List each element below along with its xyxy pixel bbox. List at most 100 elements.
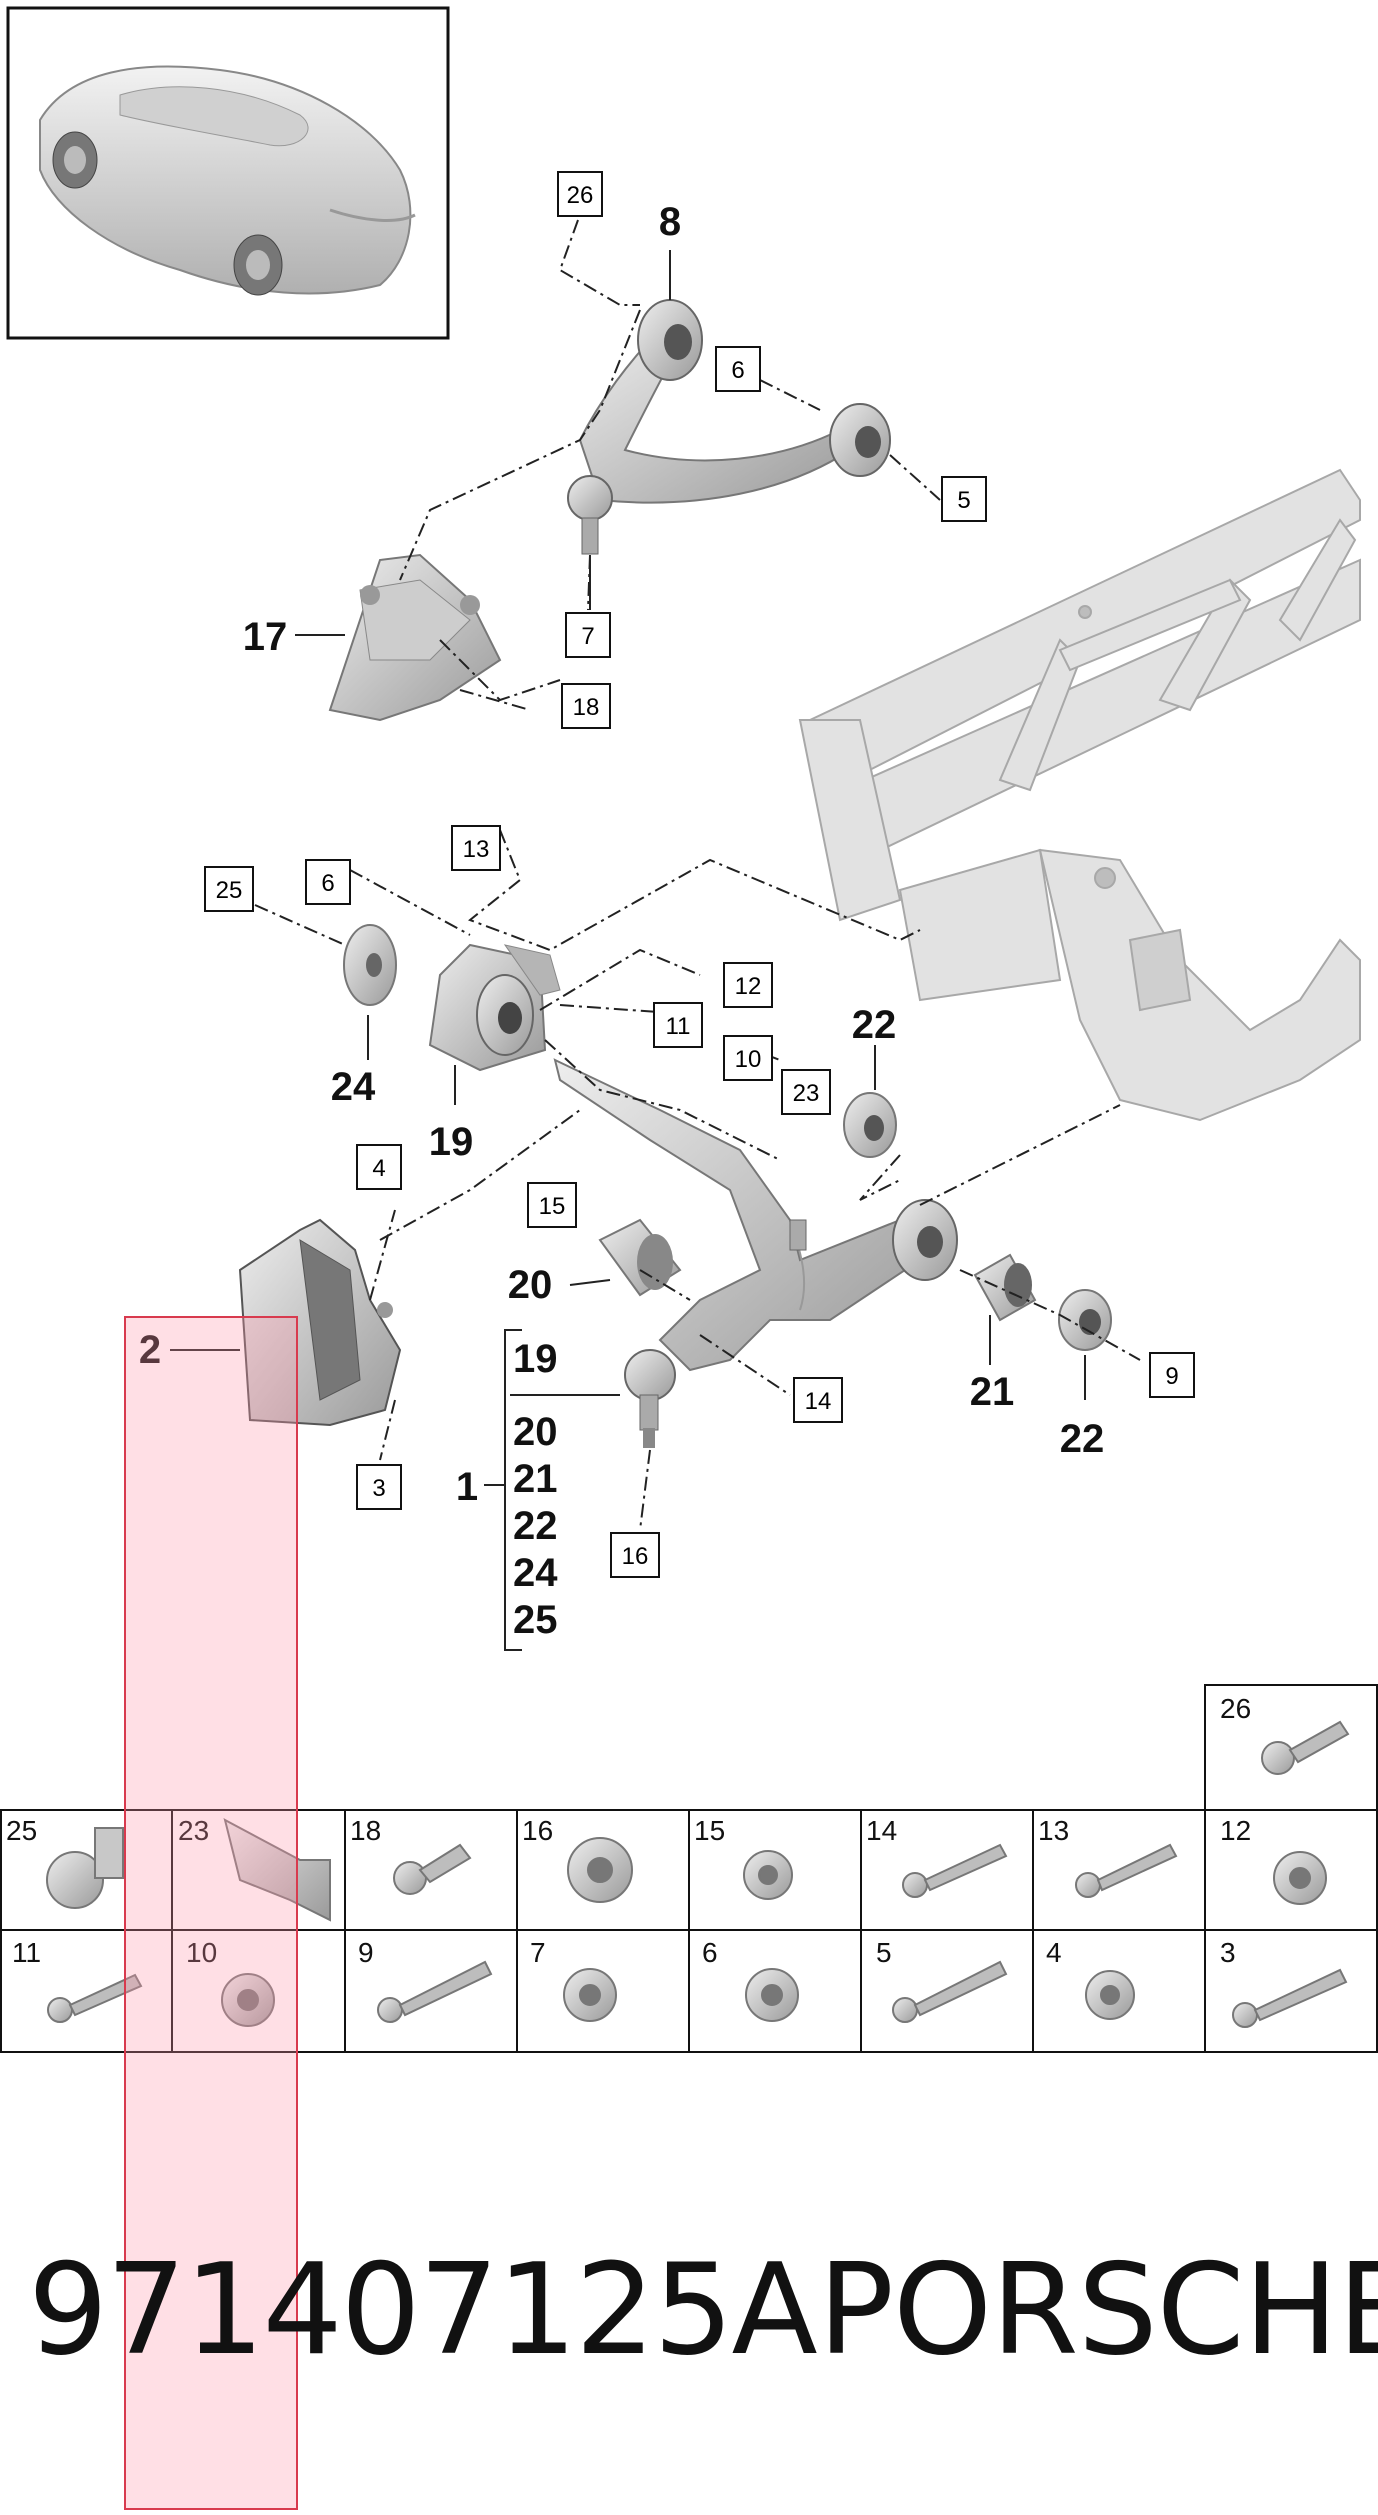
cell-label-6: 6 bbox=[702, 1937, 718, 1968]
bolt-icon bbox=[393, 1843, 472, 1895]
nut-icon bbox=[745, 1968, 799, 2022]
svg-text:3: 3 bbox=[372, 1475, 385, 1502]
cell-label-25: 25 bbox=[6, 1815, 37, 1846]
callout-7: 7 bbox=[565, 612, 611, 658]
bolt-icon bbox=[902, 1843, 1008, 1898]
nut-icon bbox=[221, 1973, 275, 2027]
callout-8: 8 bbox=[659, 200, 681, 244]
bushing-22-top bbox=[843, 1092, 897, 1158]
bold-callouts: 8 17 22 24 19 20 21 22 2 1 bbox=[139, 200, 1104, 1509]
cell-label-12: 12 bbox=[1220, 1815, 1251, 1846]
group-item-25: 25 bbox=[513, 1598, 558, 1642]
callout-12: 12 bbox=[723, 962, 773, 1008]
front-subframe bbox=[798, 468, 1361, 1122]
bolt-icon bbox=[47, 1973, 143, 2023]
callout-6-upper: 6 bbox=[715, 346, 761, 392]
part-number: 971407125A bbox=[28, 2236, 818, 2383]
callout-16: 16 bbox=[610, 1532, 660, 1578]
callout-10: 10 bbox=[723, 1035, 773, 1081]
bolt-icon bbox=[1075, 1843, 1178, 1898]
cell-label-18: 18 bbox=[350, 1815, 381, 1846]
callout-13: 13 bbox=[451, 825, 501, 871]
heat-shield-2 bbox=[238, 1218, 402, 1427]
svg-text:12: 12 bbox=[735, 973, 762, 1000]
group-item-19: 19 bbox=[513, 1337, 558, 1381]
svg-text:26: 26 bbox=[567, 182, 594, 209]
callout-26: 26 bbox=[557, 171, 603, 217]
nut-icon bbox=[1273, 1851, 1327, 1905]
bracket-icon bbox=[223, 1818, 331, 1922]
svg-text:23: 23 bbox=[793, 1080, 820, 1107]
callout-1: 1 bbox=[456, 1465, 478, 1509]
callout-17: 17 bbox=[243, 615, 288, 659]
callout-21: 21 bbox=[970, 1370, 1015, 1414]
svg-text:7: 7 bbox=[581, 623, 594, 650]
group-1-list: 19 20 21 22 24 25 bbox=[513, 1337, 558, 1642]
bolt-icon bbox=[892, 1960, 1008, 2023]
upper-control-arm bbox=[567, 299, 891, 555]
bolt-icon bbox=[1232, 1968, 1348, 2028]
callout-4: 4 bbox=[356, 1144, 402, 1190]
group-item-22: 22 bbox=[513, 1504, 558, 1548]
bushing-19 bbox=[428, 943, 561, 1072]
svg-text:16: 16 bbox=[622, 1543, 649, 1570]
callout-14: 14 bbox=[793, 1377, 843, 1423]
cell-label-13: 13 bbox=[1038, 1815, 1069, 1846]
cell-label-26: 26 bbox=[1220, 1693, 1251, 1724]
nut-icon bbox=[563, 1968, 617, 2022]
callout-23: 23 bbox=[781, 1069, 831, 1115]
cell-label-10: 10 bbox=[186, 1937, 217, 1968]
bushing-20 bbox=[598, 1218, 682, 1297]
nut-icon bbox=[743, 1850, 793, 1900]
callout-6-lower: 6 bbox=[305, 859, 351, 905]
vehicle-thumbnail bbox=[6, 6, 450, 340]
cell-label-3: 3 bbox=[1220, 1937, 1236, 1968]
svg-text:9: 9 bbox=[1165, 1363, 1178, 1390]
cell-label-16: 16 bbox=[522, 1815, 553, 1846]
upper-arm-mount bbox=[328, 553, 502, 722]
cell-label-4: 4 bbox=[1046, 1937, 1062, 1968]
group-item-24: 24 bbox=[513, 1551, 558, 1595]
callout-19: 19 bbox=[429, 1120, 474, 1164]
svg-text:25: 25 bbox=[216, 877, 243, 904]
svg-text:18: 18 bbox=[573, 694, 600, 721]
solid-leaders bbox=[170, 250, 1086, 1651]
bushing-21 bbox=[973, 1253, 1037, 1322]
cell-label-9: 9 bbox=[358, 1937, 374, 1968]
svg-text:14: 14 bbox=[805, 1388, 832, 1415]
callout-18: 18 bbox=[561, 683, 611, 729]
svg-text:15: 15 bbox=[539, 1193, 566, 1220]
callout-20: 20 bbox=[508, 1263, 553, 1307]
svg-text:6: 6 bbox=[321, 870, 334, 897]
callout-9: 9 bbox=[1149, 1352, 1195, 1398]
callout-22-bottom: 22 bbox=[1060, 1417, 1105, 1461]
selection-highlight bbox=[124, 1316, 298, 2510]
callout-15: 15 bbox=[527, 1182, 577, 1228]
group-item-21: 21 bbox=[513, 1457, 558, 1501]
bolt-icon bbox=[377, 1960, 493, 2023]
callout-22-top: 22 bbox=[852, 1003, 897, 1047]
nut-icon bbox=[567, 1837, 633, 1903]
svg-text:11: 11 bbox=[666, 1013, 691, 1040]
cell-label-11: 11 bbox=[12, 1937, 41, 1968]
svg-text:10: 10 bbox=[735, 1046, 762, 1073]
mount-plate-24 bbox=[343, 924, 397, 1006]
svg-text:6: 6 bbox=[731, 357, 744, 384]
bolt-icon bbox=[1261, 1720, 1350, 1775]
callout-3: 3 bbox=[356, 1464, 402, 1510]
callout-11: 11 bbox=[653, 1002, 703, 1048]
boxed-callouts: 26 6 5 7 18 13 25 6 12 11 10 23 4 15 3 1… bbox=[204, 171, 1195, 1578]
group-item-20: 20 bbox=[513, 1410, 558, 1454]
brand-name: PORSCHE bbox=[818, 2236, 1378, 2383]
callout-2: 2 bbox=[139, 1328, 161, 1372]
parts-table-labels: 26 25 23 18 16 15 14 13 12 11 10 9 7 6 5… bbox=[6, 1693, 1251, 1968]
svg-text:4: 4 bbox=[372, 1155, 385, 1182]
bushing-22-bottom bbox=[1058, 1289, 1112, 1351]
hardware-icons bbox=[46, 1720, 1350, 2028]
hardware-parts-table bbox=[0, 1684, 1378, 2053]
cell-label-14: 14 bbox=[866, 1815, 897, 1846]
footer: 971407125A PORSCHE bbox=[0, 2240, 1378, 2380]
svg-text:13: 13 bbox=[463, 836, 490, 863]
